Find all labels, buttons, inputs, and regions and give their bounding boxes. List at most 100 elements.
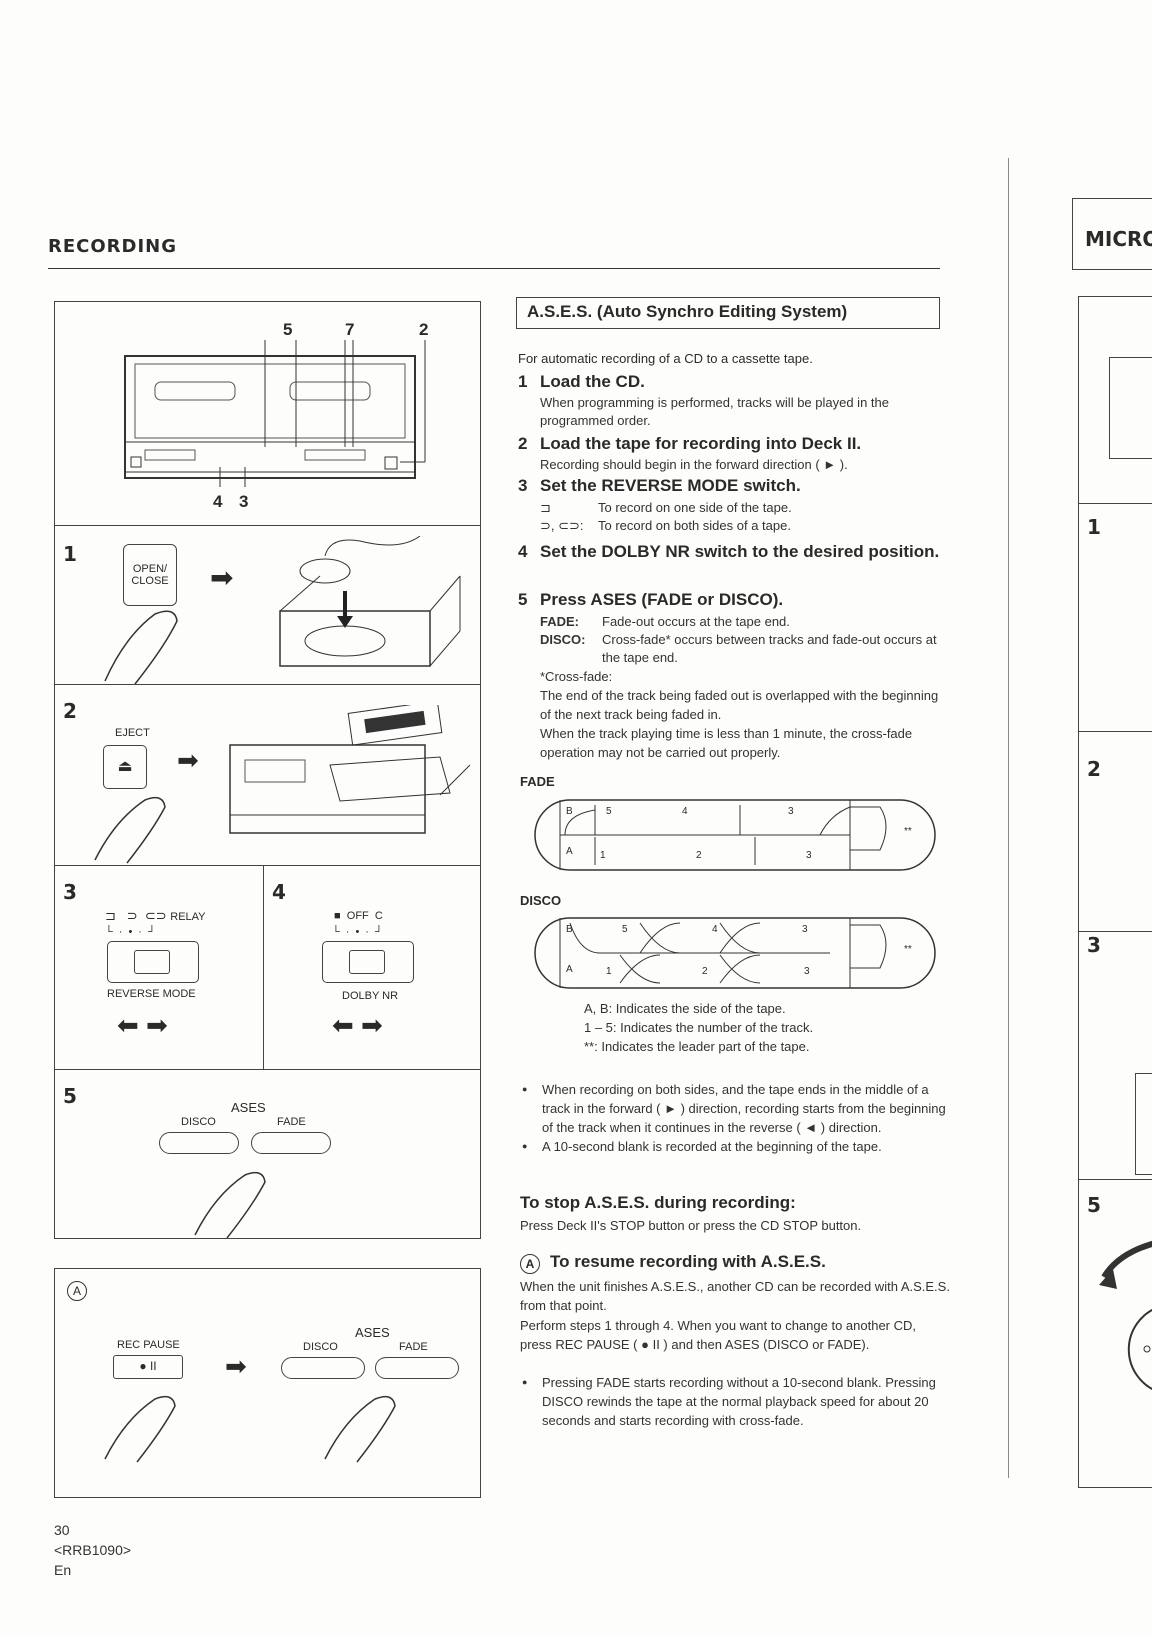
panel-number: 1: [63, 542, 77, 566]
fade-tape-diagram: [534, 799, 936, 871]
dolby-nr-label: DOLBY NR: [342, 990, 399, 1002]
figure-panel-4: 4 ■ OFF C └·•·┘ DOLBY NR ⬅ ➡: [263, 865, 481, 1070]
track-label: 2: [702, 966, 708, 977]
right-panel-box: [1135, 1073, 1152, 1175]
ases-label: ASES: [355, 1325, 390, 1340]
side-a-label: A: [566, 964, 573, 975]
eject-icon: ⏏: [117, 758, 133, 775]
crossfade-text-1: The end of the track being faded out is …: [540, 688, 939, 722]
leader-label: **: [904, 944, 912, 955]
callout-7: 7: [345, 320, 355, 339]
track-label: 4: [712, 924, 718, 935]
fade-button: [375, 1357, 459, 1379]
off-label: OFF: [346, 910, 369, 922]
ases-title: A.S.E.S. (Auto Synchro Editing System): [516, 297, 940, 329]
track-label: 1: [600, 850, 606, 861]
callout-3: 3: [239, 492, 249, 511]
track-label: 4: [682, 806, 688, 817]
cd-tray-illustration: [279, 536, 461, 667]
note-item: Pressing FADE starts recording without a…: [520, 1373, 950, 1430]
track-label: 3: [804, 966, 810, 977]
note-item: When recording on both sides, and the ta…: [520, 1080, 950, 1137]
cassette-deck-illustration: [229, 705, 471, 834]
callout-4: 4: [213, 492, 223, 511]
track-label: 3: [802, 924, 808, 935]
step-number: 5: [518, 590, 528, 609]
note-item: A 10-second blank is recorded at the beg…: [520, 1137, 950, 1156]
resume-text-2: Perform steps 1 through 4. When you want…: [520, 1318, 916, 1352]
track-label: 2: [696, 850, 702, 861]
track-label: 5: [606, 806, 612, 817]
resume-notes: Pressing FADE starts recording without a…: [520, 1373, 950, 1430]
track-label: 5: [622, 924, 628, 935]
fade-diagram-caption: FADE: [520, 774, 555, 789]
step-body: When programming is performed, tracks wi…: [540, 395, 889, 428]
relay-label: RELAY: [170, 911, 206, 923]
panel-number: 2: [63, 699, 77, 723]
resume-marker: A: [520, 1254, 540, 1274]
disco-button: [281, 1357, 365, 1379]
finger-icon: [104, 1395, 176, 1463]
ases-intro: For automatic recording of a CD to a cas…: [518, 351, 813, 366]
def-term: DISCO:: [540, 632, 586, 647]
side-b-label: B: [566, 806, 573, 817]
figure-panel-2: 2 EJECT ⏏ ➡: [54, 684, 481, 866]
step-heading: Set the DOLBY NR switch to the desired p…: [540, 542, 940, 561]
panel-number: 5: [63, 1084, 77, 1108]
track-label: 3: [806, 850, 812, 861]
unit-illustration: [124, 340, 426, 487]
def-symbol: ⊃, ⊂⊃:: [540, 518, 584, 533]
page-footer: 30 <RRB1090> En: [54, 1520, 131, 1580]
step-heading: Load the CD.: [540, 372, 645, 391]
rec-pause-symbol: ● II: [139, 1359, 157, 1373]
def-text: Cross-fade* occurs between tracks and fa…: [602, 632, 937, 665]
language: En: [54, 1562, 72, 1578]
dolby-nr-switch: [322, 941, 414, 983]
step-2: 2 Load the tape for recording into Deck I…: [518, 432, 948, 474]
def-symbol: ⊐: [540, 500, 551, 515]
step-4: 4 Set the DOLBY NR switch to the desired …: [518, 540, 948, 564]
step-heading: Load the tape for recording into Deck II…: [540, 434, 862, 453]
def-text: Fade-out occurs at the tape end.: [602, 614, 790, 629]
right-arrow-icon: ➡: [210, 562, 234, 593]
panel-number: 2: [1087, 757, 1101, 781]
finger-icon: [104, 610, 178, 685]
column-divider: [1008, 158, 1009, 1478]
left-right-arrow-icon: ⬅ ➡: [117, 1010, 168, 1040]
step-number: 2: [518, 434, 528, 453]
open-close-button: OPEN/ CLOSE: [123, 544, 177, 606]
eject-button: ⏏: [103, 745, 147, 789]
switch-positions: └·•·┘: [332, 926, 389, 938]
step-number: 4: [518, 542, 528, 561]
rec-pause-button: ● II: [113, 1355, 183, 1379]
stop-text: Press Deck II's STOP button or press the…: [520, 1218, 862, 1233]
def-text: To record on one side of the tape.: [598, 500, 792, 515]
panel-number: 1: [1087, 515, 1101, 539]
callout-2: 2: [419, 320, 429, 339]
right-dial-illustration: [1099, 1240, 1152, 1390]
right-title-box: MICRO: [1072, 198, 1152, 270]
callout-5: 5: [283, 320, 293, 339]
unit-overview-panel: 5 7 2 4 3: [54, 301, 481, 526]
fade-label: FADE: [399, 1341, 428, 1353]
stop-heading: To stop A.S.E.S. during recording:: [520, 1193, 796, 1212]
section-title: RECORDING: [48, 236, 178, 257]
reverse-mode-switch: [107, 941, 199, 983]
rec-pause-label: REC PAUSE: [117, 1339, 180, 1351]
dolby-symbols: ■ OFF C: [334, 910, 383, 922]
crossfade-text-2: When the track playing time is less than…: [540, 726, 913, 760]
step-body: Recording should begin in the forward di…: [540, 457, 848, 472]
fade-label: FADE: [277, 1116, 306, 1128]
disco-diagram-caption: DISCO: [520, 893, 562, 908]
fade-button: [251, 1132, 331, 1154]
disco-button: [159, 1132, 239, 1154]
track-label: 3: [788, 806, 794, 817]
switch-positions: └·•·┘: [105, 926, 162, 938]
step-number: 3: [518, 476, 528, 495]
right-arrow-icon: ➡: [177, 745, 199, 775]
legend-item: **: Indicates the leader part of the tap…: [584, 1039, 810, 1054]
panel-number: 3: [63, 880, 77, 904]
eject-label: EJECT: [115, 727, 150, 739]
reverse-mode-defs: ⊐ To record on one side of the tape. ⊃, ⊂…: [540, 499, 950, 535]
